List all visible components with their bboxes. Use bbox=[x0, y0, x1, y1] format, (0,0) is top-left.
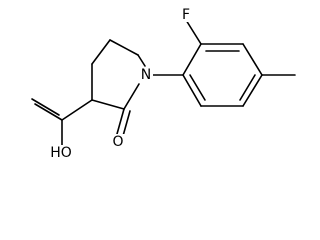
bond-c5-n bbox=[137, 54, 146, 67]
carbonyl-oxygen-label: O bbox=[112, 134, 123, 150]
bond-c3-cooh bbox=[61, 99, 93, 121]
aryl-ring bbox=[151, 43, 263, 107]
bond-ar6-ar1 bbox=[182, 74, 202, 107]
bond-c2-o-double-2 bbox=[122, 110, 131, 137]
bond-ar1-ar2 bbox=[182, 43, 202, 76]
ring-carbonyl bbox=[116, 108, 131, 137]
bond-c2-c3 bbox=[91, 99, 125, 110]
bond-aromatic-inner-3 bbox=[189, 74, 206, 101]
carboxylic-acid-group bbox=[31, 98, 93, 146]
pyrrolidinone-ring bbox=[91, 39, 146, 110]
bond-c3-c4 bbox=[91, 39, 111, 65]
fluorine-atom-label: F bbox=[182, 7, 190, 23]
bond-ar4-ar5 bbox=[242, 74, 263, 107]
chemical-structure-diagram: N F O HO bbox=[31, 7, 296, 161]
nitrogen-atom-label: N bbox=[141, 67, 151, 83]
bond-n-c2 bbox=[123, 83, 140, 110]
bond-cooh-o-double-1 bbox=[34, 103, 63, 121]
bond-aromatic-inner-2 bbox=[239, 74, 256, 101]
atom-labels: N F O HO bbox=[48, 7, 192, 161]
bond-c2-o-double-1 bbox=[116, 108, 125, 135]
bond-c4-c5 bbox=[109, 39, 139, 56]
hydroxyl-label: HO bbox=[50, 145, 72, 161]
bond-ar-f bbox=[185, 19, 202, 45]
bond-ar3-ar4 bbox=[242, 43, 263, 76]
bond-cooh-o-double-2 bbox=[31, 98, 60, 116]
